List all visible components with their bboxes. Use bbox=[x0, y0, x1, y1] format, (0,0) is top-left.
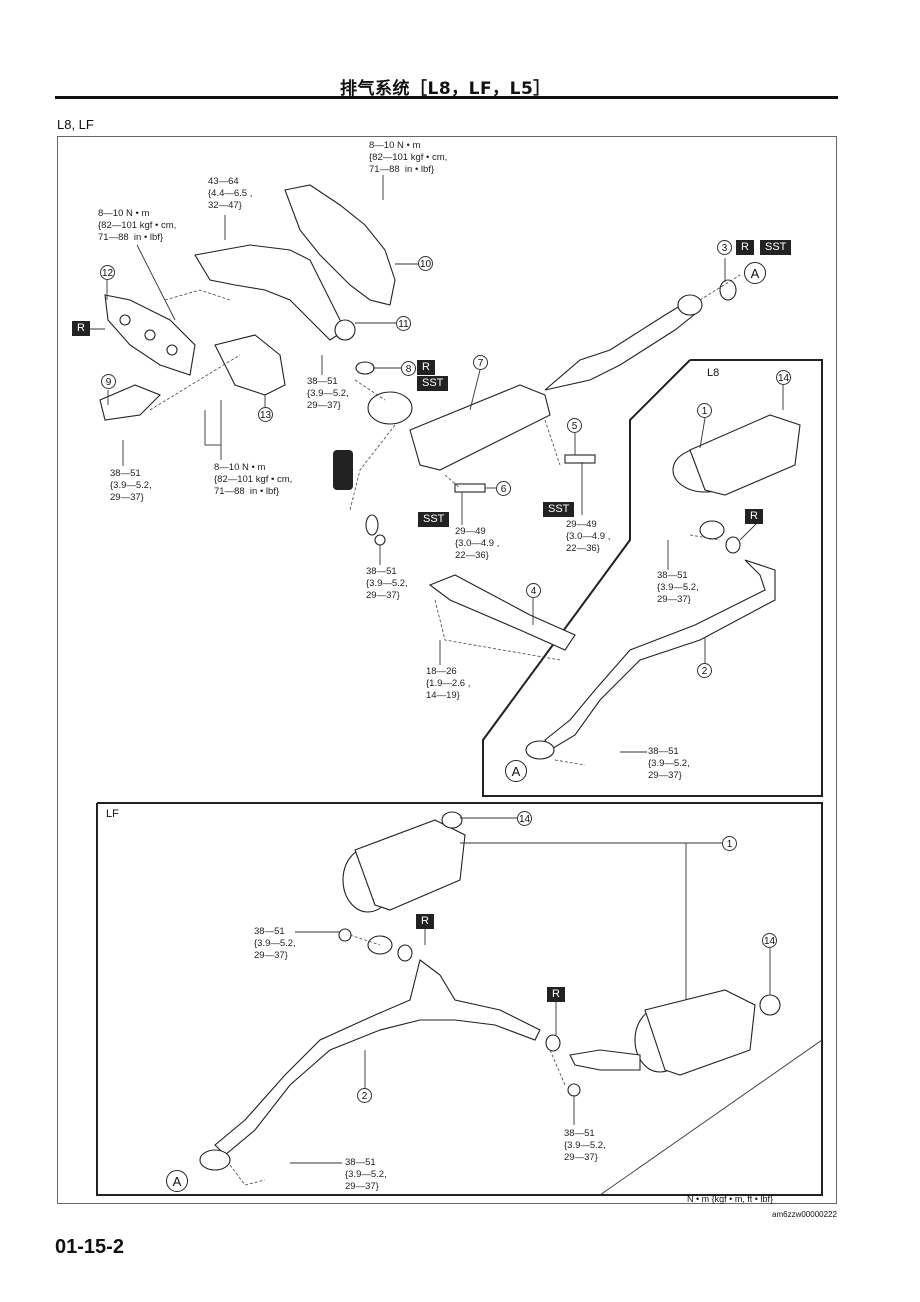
badge-r-lf-right-gasket: R bbox=[547, 987, 565, 1002]
front-pipe-flange-part bbox=[367, 391, 413, 425]
ref-marker-a-top: A bbox=[744, 262, 766, 284]
spring-part bbox=[365, 514, 379, 536]
torque-heat-insulator-bolt: 8—10 N • m {82—101 kgf • cm, 71—88 in • … bbox=[369, 140, 448, 175]
page-number: 01-15-2 bbox=[55, 1236, 124, 1258]
diagram-frame bbox=[57, 136, 837, 1204]
lf-right-gasket-part bbox=[545, 1034, 561, 1052]
nut-part bbox=[374, 534, 386, 546]
badge-sst-gasket-3: SST bbox=[760, 240, 792, 255]
sst-tool-part bbox=[333, 450, 353, 490]
torque-sensor-6: 29—49 {3.0—4.9 , 22—36} bbox=[455, 526, 500, 561]
center-pipe-part bbox=[544, 299, 701, 391]
torque-lf-muffler-nut: 38—51 {3.9—5.2, 29—37} bbox=[254, 926, 296, 961]
l8-gasket-part bbox=[725, 536, 741, 554]
callout-4: 4 bbox=[526, 583, 541, 598]
gasket-3-part bbox=[719, 279, 737, 301]
torque-gasket-bolt: 8—10 N • m {82—101 kgf • cm, 71—88 in • … bbox=[98, 208, 177, 243]
callout-8: 8 bbox=[401, 361, 416, 376]
callout-13: 13 bbox=[258, 407, 273, 422]
insulator-13-part bbox=[214, 334, 286, 396]
lf-left-nut-part bbox=[338, 928, 352, 942]
torque-sensor-5: 29—49 {3.0—4.9 , 22—36} bbox=[566, 519, 611, 554]
lf-pipe-flange-part bbox=[199, 1149, 231, 1171]
callout-1-lf: 1 bbox=[722, 836, 737, 851]
callout-6: 6 bbox=[496, 481, 511, 496]
callout-5: 5 bbox=[567, 418, 582, 433]
image-id: am6zzw00000222 bbox=[772, 1210, 837, 1219]
lf-panel-diagonal bbox=[599, 1039, 823, 1196]
lf-panel-border bbox=[96, 802, 823, 1196]
l8-muffler-body-part bbox=[689, 414, 801, 496]
badge-r-gasket: R bbox=[72, 321, 90, 336]
callout-2-lf: 2 bbox=[357, 1088, 372, 1103]
callout-3: 3 bbox=[717, 240, 732, 255]
callout-14-lf-right: 14 bbox=[762, 933, 777, 948]
lf-right-nut-part bbox=[567, 1083, 581, 1097]
torque-catalyst-bolt: 38—51 {3.9—5.2, 29—37} bbox=[307, 376, 349, 411]
callout-2-l8: 2 bbox=[697, 663, 712, 678]
lf-panel-label: LF bbox=[106, 808, 119, 820]
title-rule bbox=[55, 96, 838, 99]
lf-y-pipe-part bbox=[214, 959, 541, 1156]
badge-r-gasket-8: R bbox=[417, 360, 435, 375]
lf-right-tailpipe-part bbox=[759, 994, 781, 1016]
torque-bracket-4-bolt: 18—26 {1.9—2.6 , 14—19} bbox=[426, 666, 471, 701]
oxygen-sensor-6-part bbox=[454, 483, 486, 493]
l8-pipe-flange-part bbox=[525, 740, 555, 760]
torque-front-pipe-nut: 38—51 {3.9—5.2, 29—37} bbox=[366, 566, 408, 601]
center-pipe-flange-part bbox=[677, 294, 703, 316]
exhaust-manifold-part bbox=[194, 244, 346, 341]
lf-right-inlet-pipe-part bbox=[569, 1049, 641, 1071]
callout-14-lf-left: 14 bbox=[517, 811, 532, 826]
callout-11: 11 bbox=[396, 316, 411, 331]
catalytic-converter-part bbox=[409, 384, 551, 471]
badge-r-gasket-3: R bbox=[736, 240, 754, 255]
oxygen-sensor-5-part bbox=[564, 454, 596, 464]
bracket-4-part bbox=[428, 574, 576, 651]
lf-left-gasket-part bbox=[397, 944, 413, 962]
l8-muffler-flange-part bbox=[699, 520, 725, 540]
callout-14-l8: 14 bbox=[776, 370, 791, 385]
torque-lf-pipe-nut: 38—51 {3.9—5.2, 29—37} bbox=[345, 1157, 387, 1192]
badge-r-l8-gasket: R bbox=[745, 509, 763, 524]
badge-sst-gasket-8: SST bbox=[417, 376, 449, 391]
page-title: 排气系统［L8，LF，L5］ bbox=[340, 79, 551, 99]
torque-bracket-bolt: 38—51 {3.9—5.2, 29—37} bbox=[110, 468, 152, 503]
lf-left-tailpipe-part bbox=[441, 811, 463, 829]
l8-panel-label: L8 bbox=[707, 367, 720, 379]
badge-sst-sensor-5: SST bbox=[543, 502, 575, 517]
badge-sst-sensor-6: SST bbox=[418, 512, 450, 527]
torque-units-note: N • m {kgf • m, ft • lbf} bbox=[687, 1194, 773, 1204]
callout-7: 7 bbox=[473, 355, 488, 370]
ref-marker-a-lf: A bbox=[166, 1170, 188, 1192]
torque-l8-pipe-nut: 38—51 {3.9—5.2, 29—37} bbox=[648, 746, 690, 781]
torque-lower-bolt: 8—10 N • m {82—101 kgf • cm, 71—88 in • … bbox=[214, 462, 293, 497]
torque-lf-right-nut: 38—51 {3.9—5.2, 29—37} bbox=[564, 1128, 606, 1163]
callout-1-l8: 1 bbox=[697, 403, 712, 418]
section-label: L8, LF bbox=[57, 117, 94, 132]
heat-insulator-part bbox=[284, 184, 396, 306]
manifold-outlet-part bbox=[334, 319, 356, 341]
bracket-9-part bbox=[99, 384, 161, 421]
callout-12: 12 bbox=[100, 265, 115, 280]
gasket-8-part bbox=[355, 361, 375, 375]
torque-manifold-nut: 43—64 {4.4—6.5 , 32—47} bbox=[208, 176, 253, 211]
badge-r-lf-left-gasket: R bbox=[416, 914, 434, 929]
torque-l8-muffler-nut: 38—51 {3.9—5.2, 29—37} bbox=[657, 570, 699, 605]
l8-panel-border bbox=[482, 359, 823, 797]
lf-right-muffler-body-part bbox=[644, 989, 756, 1076]
lf-left-muffler-body-part bbox=[354, 819, 466, 911]
callout-10: 10 bbox=[418, 256, 433, 271]
ref-marker-a-l8: A bbox=[505, 760, 527, 782]
callout-9: 9 bbox=[101, 374, 116, 389]
